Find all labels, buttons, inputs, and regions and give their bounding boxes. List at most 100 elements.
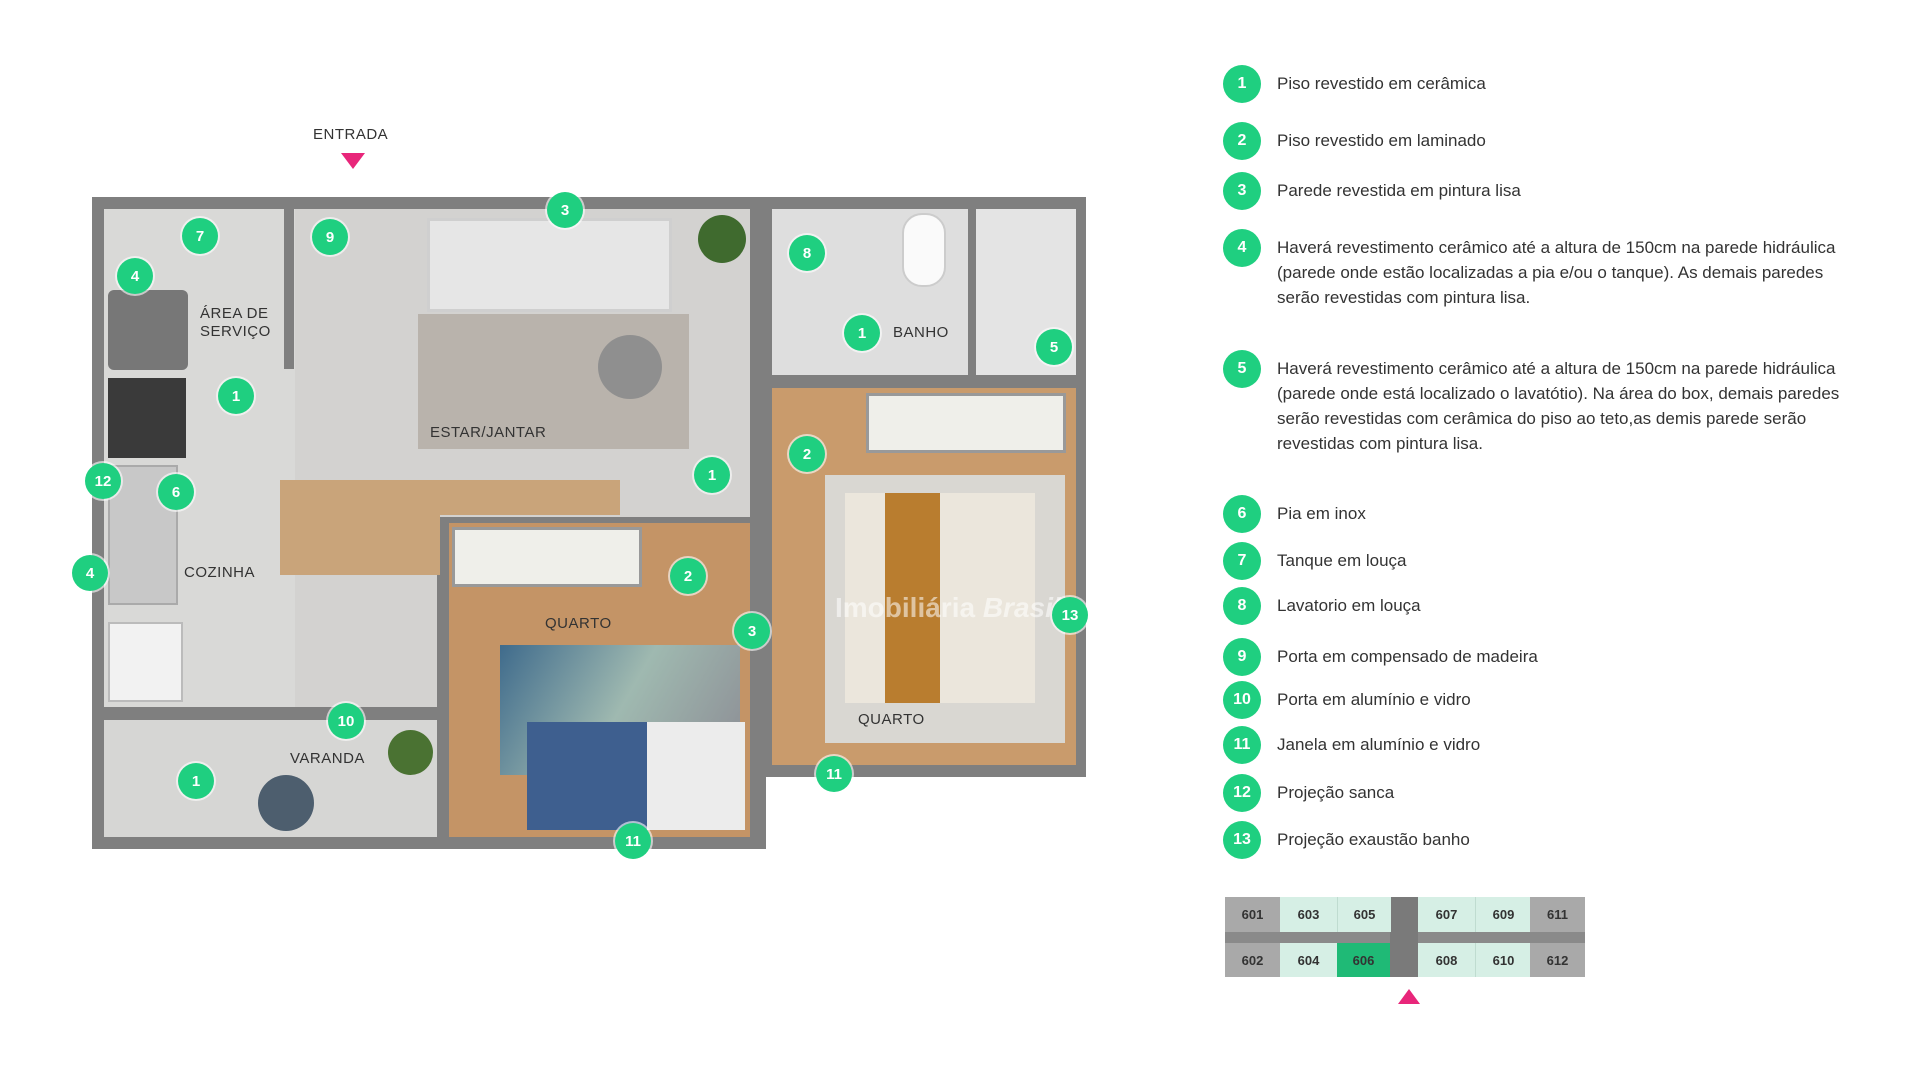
plan-marker: 11 — [615, 823, 651, 859]
unit-602: 602 — [1225, 943, 1280, 977]
dining-table — [280, 480, 440, 575]
plan-marker: 11 — [816, 756, 852, 792]
legend-number: 3 — [1223, 172, 1261, 210]
plan-marker: 13 — [1052, 597, 1088, 633]
legend-item: 10 Porta em alumínio e vidro — [1223, 681, 1843, 719]
room-label-estar-jantar: ESTAR/JANTAR — [430, 424, 547, 441]
unit-601: 601 — [1225, 897, 1280, 932]
stove — [108, 378, 186, 458]
plan-marker: 4 — [72, 555, 108, 591]
legend-number: 12 — [1223, 774, 1261, 812]
balcony-table — [258, 775, 314, 831]
unit-608: 608 — [1418, 943, 1475, 977]
fridge — [108, 622, 183, 702]
unit-605: 605 — [1337, 897, 1391, 932]
legend-item: 5 Haverá revestimento cerâmico até a altu… — [1223, 350, 1843, 456]
plant-icon — [388, 730, 433, 775]
legend-number: 6 — [1223, 495, 1261, 533]
plan-marker: 5 — [1036, 329, 1072, 365]
room-label-cozinha: COZINHA — [184, 564, 255, 581]
legend-number: 10 — [1223, 681, 1261, 719]
legend-number: 8 — [1223, 587, 1261, 625]
legend-item: 3 Parede revestida em pintura lisa — [1223, 172, 1843, 210]
legend-text: Haverá revestimento cerâmico até a altur… — [1277, 238, 1836, 307]
legend-number: 11 — [1223, 726, 1261, 764]
plan-marker: 1 — [844, 315, 880, 351]
legend-item: 8 Lavatorio em louça — [1223, 587, 1843, 625]
legend-text: Piso revestido em laminado — [1277, 131, 1486, 150]
room-label-banho: BANHO — [893, 324, 949, 341]
interior-wall — [968, 209, 976, 375]
coffee-table — [598, 335, 662, 399]
wardrobe — [452, 527, 642, 587]
legend-text: Parede revestida em pintura lisa — [1277, 181, 1521, 200]
bed-throw — [885, 493, 940, 703]
toilet — [902, 213, 946, 287]
entrance-label: ENTRADA — [313, 126, 389, 143]
entrance-up-arrow-icon — [1398, 989, 1420, 1004]
plan-marker: 1 — [694, 457, 730, 493]
unit-607: 607 — [1418, 897, 1475, 932]
watermark: Imobiliária Brasil — [835, 592, 1061, 623]
legend-item: 2 Piso revestido em laminado — [1223, 122, 1843, 160]
legend-text: Piso revestido em cerâmica — [1277, 74, 1486, 93]
legend-text: Haverá revestimento cerâmico até a altur… — [1277, 359, 1840, 453]
legend-item: 12 Projeção sanca — [1223, 774, 1843, 812]
bed — [845, 493, 1035, 703]
legend-number: 2 — [1223, 122, 1261, 160]
legend-number: 1 — [1223, 65, 1261, 103]
legend-number: 13 — [1223, 821, 1261, 859]
legend-text: Projeção sanca — [1277, 783, 1395, 802]
legend-text: Porta em compensado de madeira — [1277, 647, 1538, 666]
legend-item: 13 Projeção exaustão banho — [1223, 821, 1843, 859]
unit-610: 610 — [1475, 943, 1531, 977]
plan-marker: 4 — [117, 258, 153, 294]
legend-number: 9 — [1223, 638, 1261, 676]
plan-marker: 3 — [734, 613, 770, 649]
legend-item: 4 Haverá revestimento cerâmico até a altu… — [1223, 229, 1843, 310]
interior-wall — [284, 209, 294, 369]
legend-number: 7 — [1223, 542, 1261, 580]
unit-606-selected: 606 — [1337, 943, 1390, 977]
interior-wall — [104, 707, 437, 720]
interior-wall — [760, 375, 1076, 388]
unit-611: 611 — [1530, 897, 1585, 932]
plan-marker: 9 — [312, 219, 348, 255]
plan-marker: 1 — [218, 378, 254, 414]
interior-wall — [437, 517, 449, 837]
plan-marker: 7 — [182, 218, 218, 254]
room-label-area-servico: ÁREA DE SERVIÇO — [200, 305, 271, 340]
plan-marker: 12 — [85, 463, 121, 499]
legend-item: 1 Piso revestido em cerâmica — [1223, 65, 1843, 103]
sofa — [427, 218, 672, 312]
plan-marker: 1 — [178, 763, 214, 799]
legend-text: Janela em alumínio e vidro — [1277, 735, 1481, 754]
legend-number: 4 — [1223, 229, 1261, 267]
washing-machine — [108, 290, 188, 370]
wardrobe — [866, 393, 1066, 453]
plan-marker: 3 — [547, 192, 583, 228]
plan-marker: 2 — [670, 558, 706, 594]
legend-text: Projeção exaustão banho — [1277, 830, 1470, 849]
legend-text: Pia em inox — [1277, 504, 1366, 523]
legend-item: 7 Tanque em louça — [1223, 542, 1843, 580]
plant-icon — [698, 215, 746, 263]
unit-604: 604 — [1280, 943, 1337, 977]
unit-612: 612 — [1530, 943, 1585, 977]
legend-text: Tanque em louça — [1277, 551, 1407, 570]
plan-marker: 10 — [328, 703, 364, 739]
room-label-varanda: VARANDA — [290, 750, 365, 767]
legend-item: 6 Pia em inox — [1223, 495, 1843, 533]
legend-item: 9 Porta em compensado de madeira — [1223, 638, 1843, 676]
unit-609: 609 — [1475, 897, 1531, 932]
plan-marker: 8 — [789, 235, 825, 271]
legend-number: 5 — [1223, 350, 1261, 388]
room-label-quarto-2: QUARTO — [858, 711, 925, 728]
legend-item: 11 Janela em alumínio e vidro — [1223, 726, 1843, 764]
unit-603: 603 — [1280, 897, 1337, 932]
plan-marker: 2 — [789, 436, 825, 472]
key-plan-core — [1390, 897, 1418, 977]
room-label-quarto-1: QUARTO — [545, 615, 612, 632]
legend-text: Porta em alumínio e vidro — [1277, 690, 1471, 709]
legend-text: Lavatorio em louça — [1277, 596, 1421, 615]
